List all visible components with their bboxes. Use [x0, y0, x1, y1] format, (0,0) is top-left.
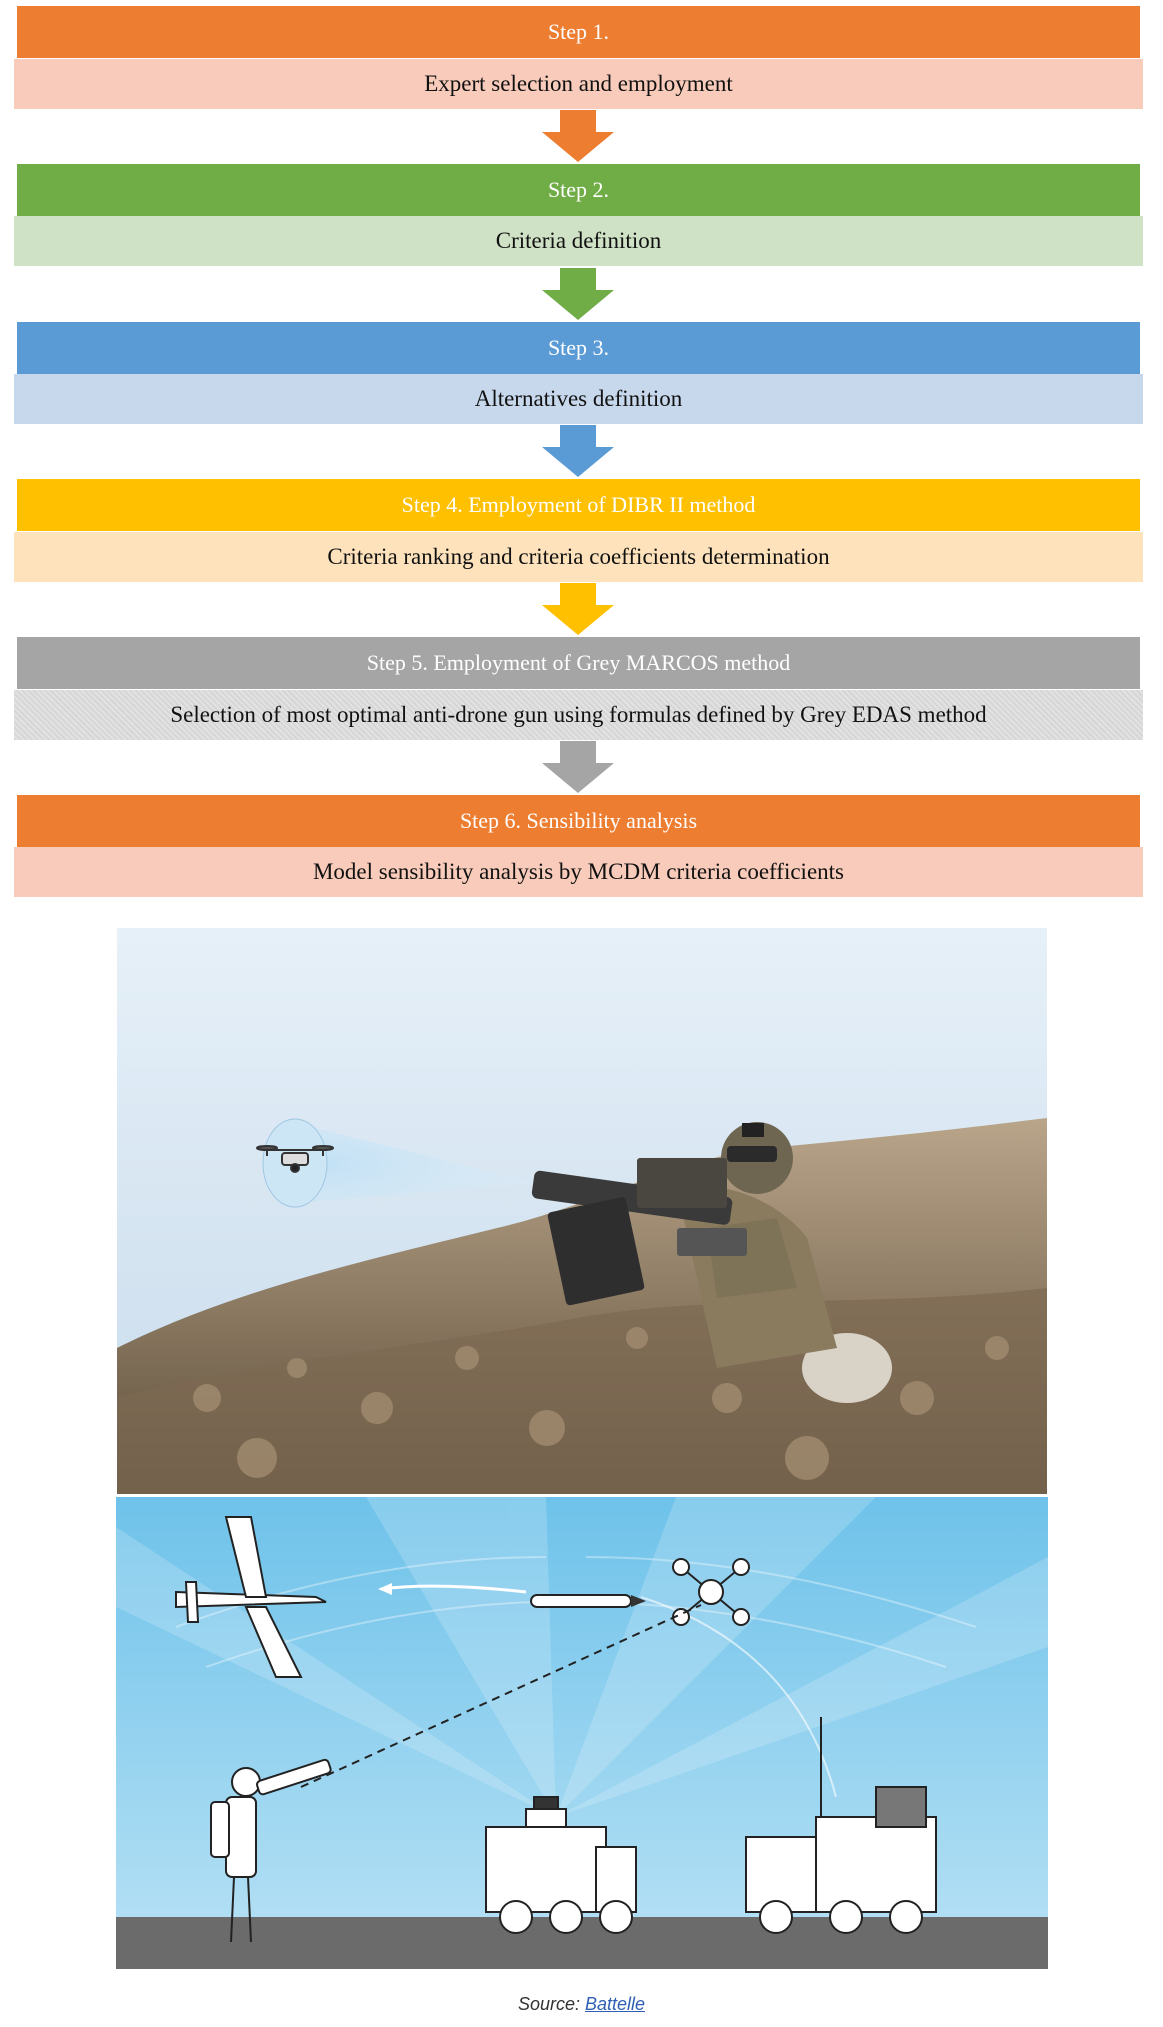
fixed-wing-drone [175, 1516, 327, 1678]
quadcopter-drone [256, 1145, 334, 1173]
down-arrow-icon [542, 425, 614, 477]
step-3-description: Alternatives definition [14, 374, 1143, 424]
launcher-truck [745, 1717, 937, 1934]
source-link[interactable]: Battelle [585, 1994, 646, 2014]
counter-drone-systems-illustration [116, 1497, 1048, 1969]
step-5-header: Step 5. Employment of Grey MARCOS method [17, 637, 1140, 689]
step-1-header: Step 1. [17, 6, 1140, 58]
anti-drone-gun [531, 1158, 747, 1306]
step-4-header: Step 4. Employment of DIBR II method [17, 479, 1140, 531]
step-2-description: Criteria definition [14, 216, 1143, 266]
step-2-header: Step 2. [17, 164, 1140, 216]
step-4-description: Criteria ranking and criteria coefficien… [14, 532, 1143, 582]
soldier-with-jammer [210, 1758, 332, 1943]
step-3-header: Step 3. [17, 322, 1140, 374]
down-arrow-icon [542, 268, 614, 320]
quadcopter-drone [672, 1558, 750, 1626]
down-arrow-icon [542, 110, 614, 162]
anti-drone-soldier-photo [117, 928, 1047, 1494]
image-source-caption: Source: Battelle [0, 1994, 1163, 2015]
down-arrow-icon [542, 583, 614, 635]
caption-prefix: Source: [517, 1994, 585, 2014]
step-6-description: Model sensibility analysis by MCDM crite… [14, 847, 1143, 897]
step-6-header: Step 6. Sensibility analysis [17, 795, 1140, 847]
radar-truck [485, 1796, 637, 1934]
step-1-description: Expert selection and employment [14, 59, 1143, 109]
down-arrow-icon [542, 741, 614, 793]
step-5-description: Selection of most optimal anti-drone gun… [14, 690, 1143, 740]
interceptor-missile [530, 1594, 646, 1608]
